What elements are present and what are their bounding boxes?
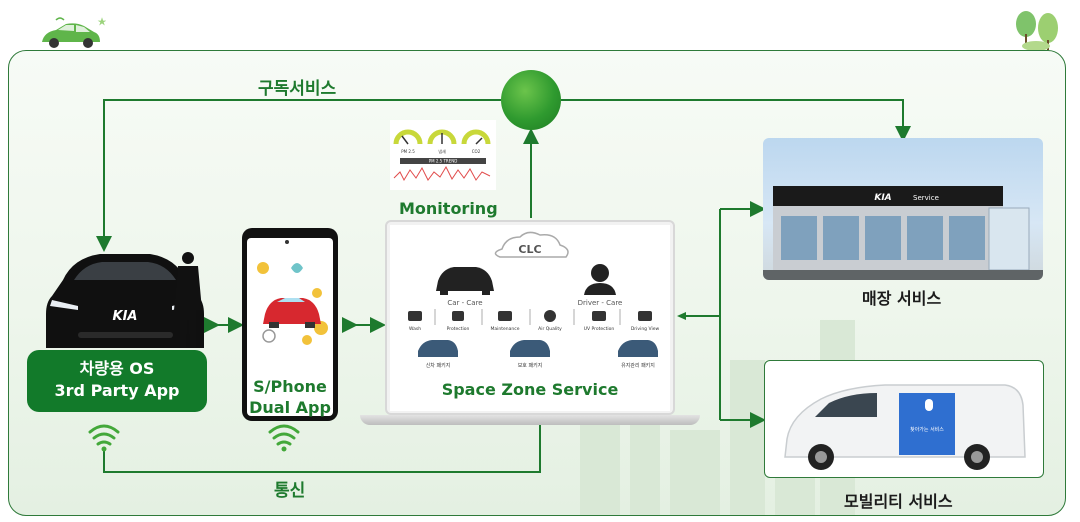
phone-app-label: S/Phone Dual App [247,376,333,418]
gauge-label-2: 냄새 [438,148,446,154]
feature-maintenance: Maintenance [491,326,520,332]
store-photo: KIA Service [763,138,1043,280]
clc-logo: CLC [518,243,541,256]
feature-protection: Protection [447,326,470,332]
feature-wash: Wash [409,326,421,332]
package-protection: 보호 패키지 [518,362,543,369]
package-new-car: 신차 패키지 [426,362,451,369]
svg-text:KIA: KIA [113,309,138,324]
svg-text:KIA: KIA [874,193,891,203]
phone-label-line1: S/Phone [253,377,327,396]
vehicle-os-box: 차량용 OS 3rd Party App [27,350,207,412]
monitoring-panel: PM 2.5 냄새 CO2 PM 2.5 TREND [390,120,496,190]
store-sign-text: Service [913,194,939,202]
package-maintenance: 유지관리 패키지 [621,362,655,369]
vehicle-os-line1: 차량용 OS [79,359,155,378]
eco-car-icon [42,17,106,48]
van-decal-text: 찾아가는 서비스 [910,426,944,433]
store-building-illustration: KIA Service [763,186,1043,280]
car-care-label: Car - Care [447,299,482,307]
wifi-signal-icon [88,424,300,446]
feature-uv-protection: UV Protection [584,326,615,332]
space-zone-title: Space Zone Service [441,380,619,399]
subscription-label: 구독서비스 [258,79,337,99]
laptop-base [360,415,700,425]
phone-label-line2: Dual App [249,398,331,417]
green-hub-circle [501,70,561,130]
kia-car-front-image: KIA [46,252,204,348]
mobility-service-label: 모빌리티 서비스 [844,492,953,511]
mobility-photo: 찾아가는 서비스 [764,360,1044,478]
trend-title: PM 2.5 TREND [429,159,458,164]
communication-label: 통신 [274,481,306,501]
monitoring-label: Monitoring [399,199,498,218]
feature-air-quality: Air Quality [538,326,562,332]
air-quality-gauges: PM 2.5 냄새 CO2 PM 2.5 TREND [393,129,491,182]
gauge-label-1: PM 2.5 [401,149,415,154]
space-zone-illustration: CLC Car - Care Driver - Care Wash Protec… [408,231,660,369]
vehicle-os-line2: 3rd Party App [54,381,180,400]
laptop-screen: CLC Car - Care Driver - Care Wash Protec… [390,225,670,411]
driver-care-label: Driver - Care [578,299,623,307]
smartphone-screen [247,238,333,416]
feature-driving-view: Driving View [631,326,660,332]
phone-app-illustration [257,240,328,345]
gauge-label-3: CO2 [472,149,481,154]
store-service-label: 매장 서비스 [862,289,942,308]
mobility-van-illustration: 찾아가는 서비스 [784,384,1026,470]
trees-icon [1016,11,1058,51]
